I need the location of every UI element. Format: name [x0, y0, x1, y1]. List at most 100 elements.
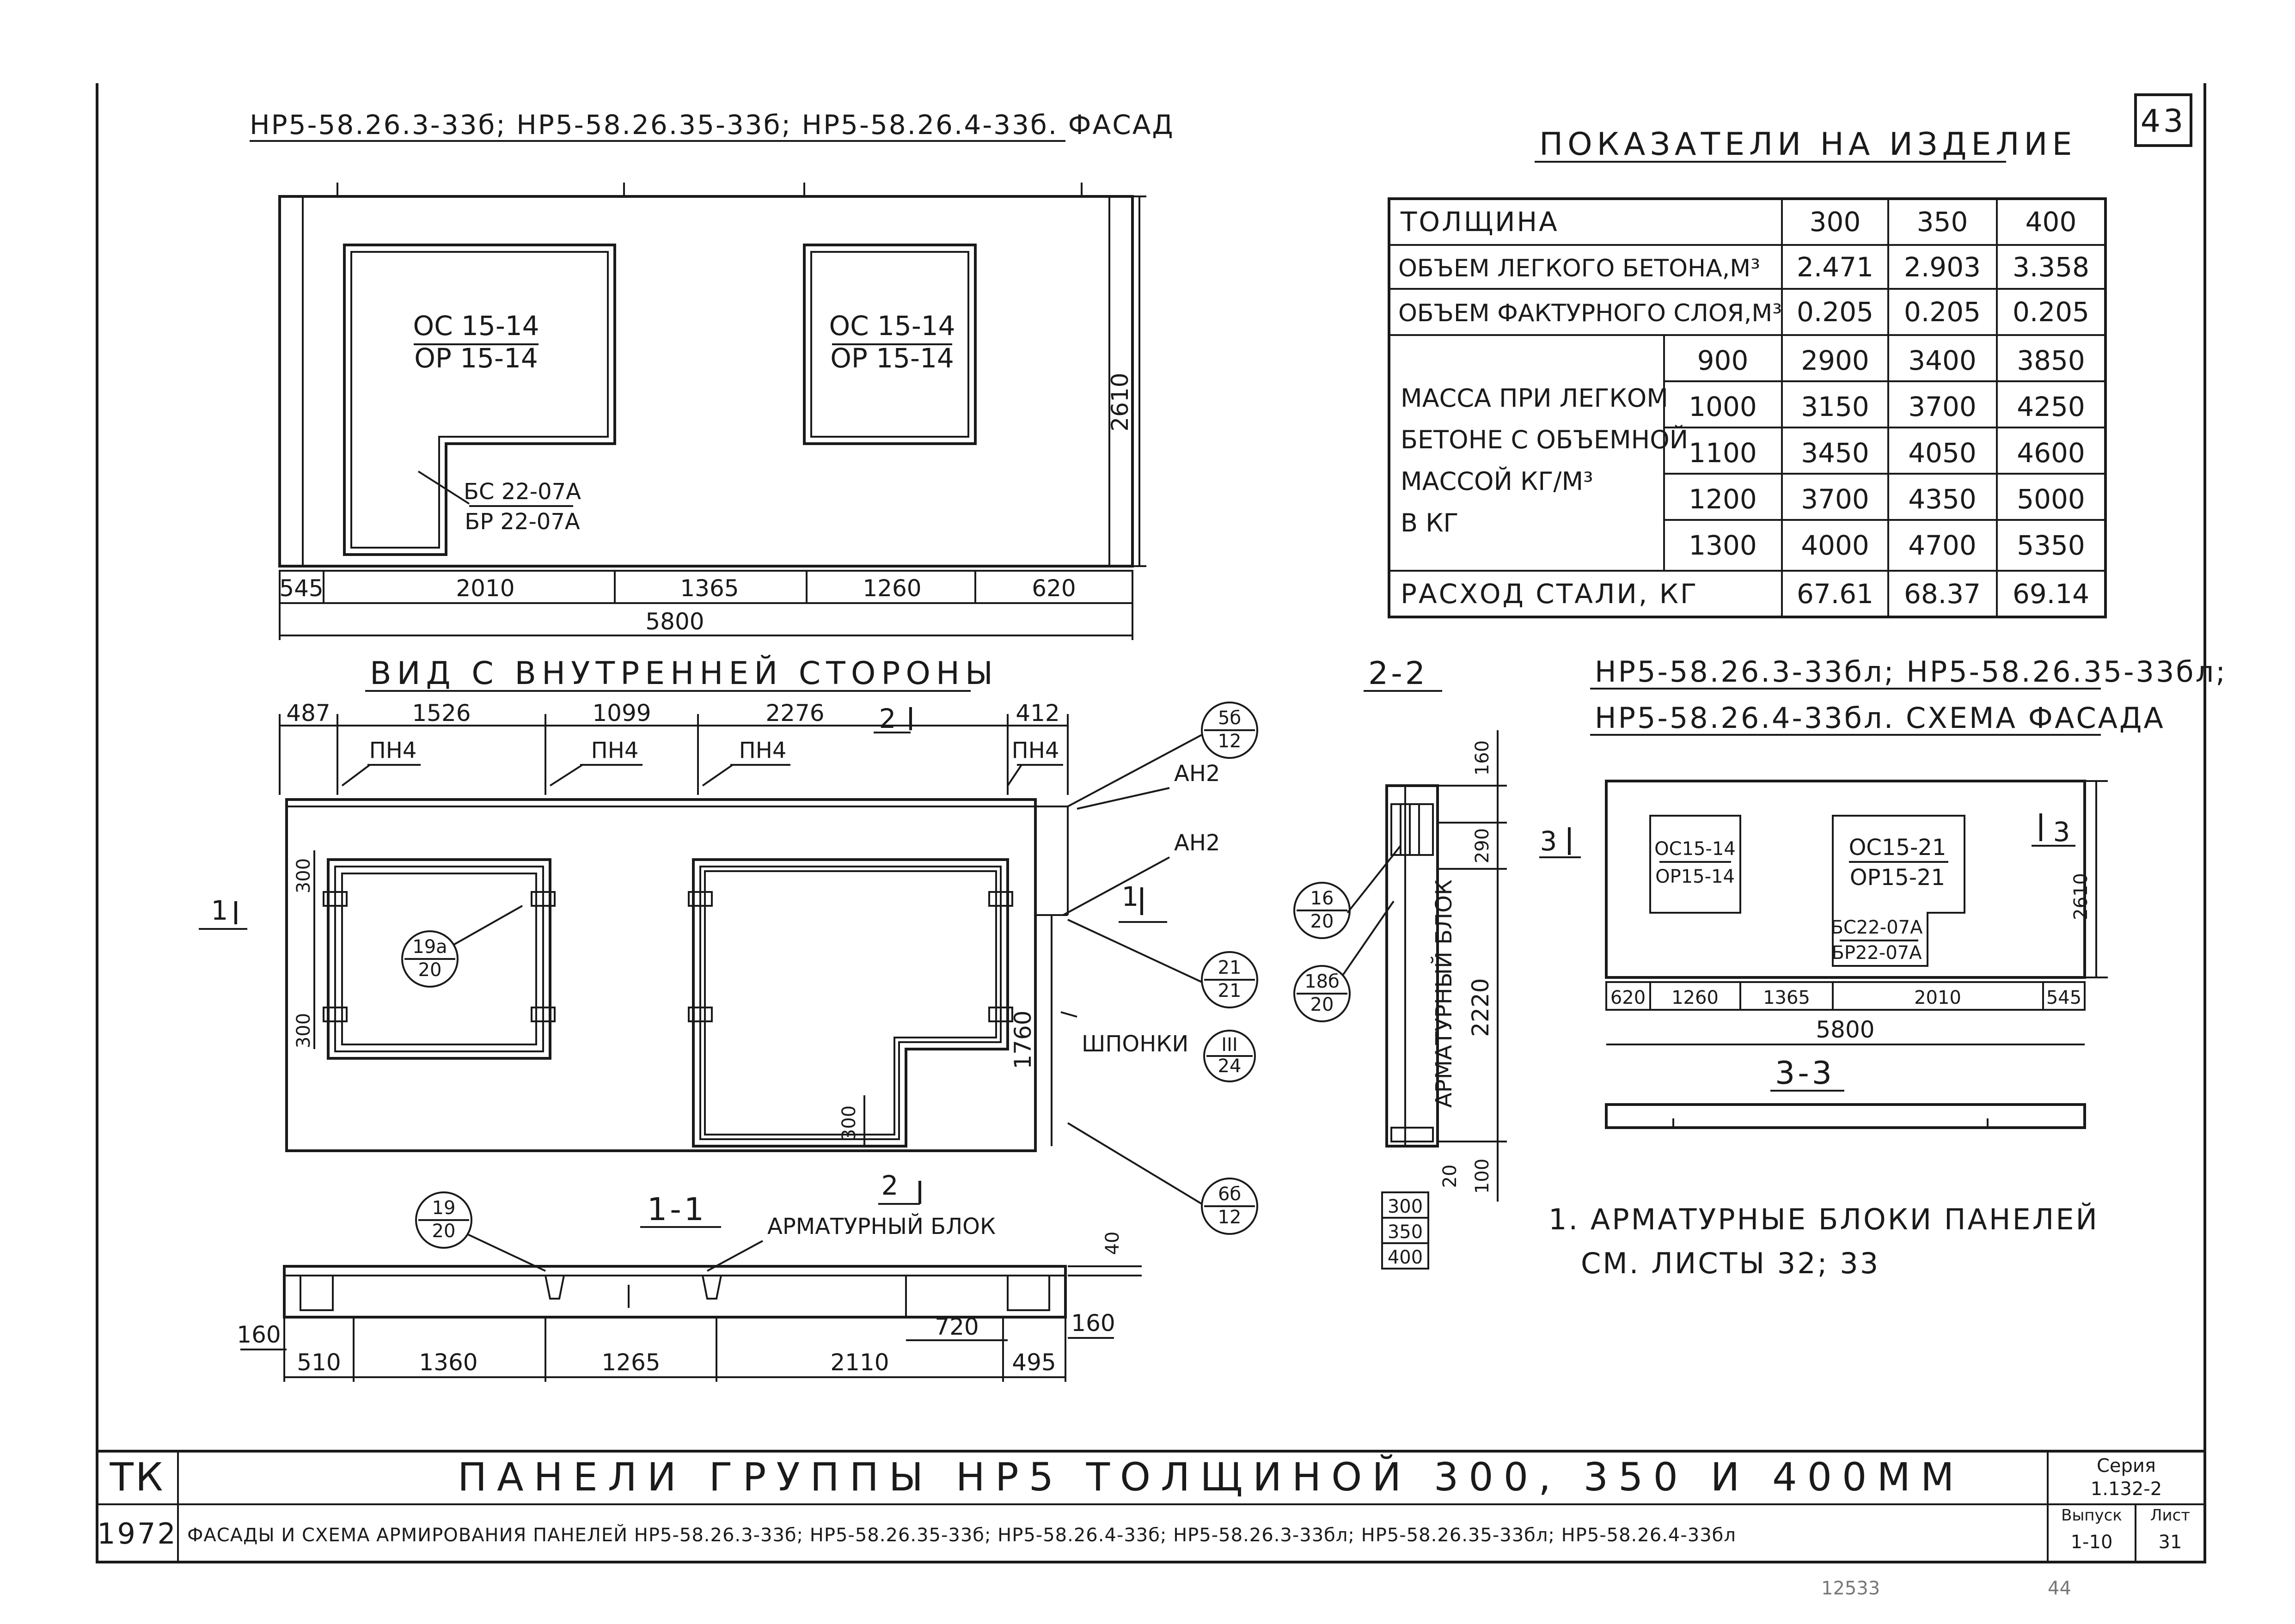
- density: 1200: [1689, 483, 1757, 515]
- an2-label-a: АН2: [1174, 761, 1220, 787]
- loop-label-4: ПН4: [1012, 738, 1059, 763]
- scheme-section-title: 3-3: [1775, 1055, 1835, 1092]
- section-1-1-dim-1: 510: [297, 1349, 341, 1376]
- mass-value: 4000: [1801, 530, 1869, 561]
- mass-value: 2900: [1801, 345, 1869, 376]
- mass-value: 4600: [2017, 437, 2085, 469]
- mass-row-1100: 1100 3450 4050 4600: [1689, 437, 2085, 469]
- scheme-height: 2610: [2070, 873, 2092, 920]
- light-volume-label: ОБЪЕМ ЛЕГКОГО БЕТОНА,М³: [1398, 255, 1760, 282]
- face-volume-400: 0.205: [2013, 296, 2089, 328]
- facade-window-door: [343, 244, 616, 556]
- inner-left-dim-2: 300: [293, 1013, 314, 1048]
- callout-19a-bottom: 20: [418, 959, 442, 981]
- mass-row-1000: 1000 3150 3700 4250: [1689, 391, 2085, 422]
- callout-21-bottom: 21: [1218, 980, 1242, 1001]
- scheme-dim-1: 620: [1610, 987, 1646, 1008]
- density: 900: [1697, 345, 1749, 376]
- callout-5b-top: 5б: [1218, 708, 1241, 729]
- loop-label-2: ПН4: [591, 738, 639, 763]
- stamp-tk: ТК: [110, 1454, 165, 1500]
- callout-5b-bottom: 12: [1218, 731, 1242, 752]
- facade-window1-top: ОС 15-14: [413, 310, 539, 342]
- steel-300: 67.61: [1797, 578, 1873, 610]
- stamp-sheet: 31: [2159, 1532, 2182, 1553]
- facade-window-right: [803, 244, 977, 445]
- mass-value: 3850: [2017, 345, 2085, 376]
- mass-label-1: МАССА ПРИ ЛЕГКОМ: [1401, 384, 1668, 413]
- mass-value: 3700: [1908, 391, 1977, 422]
- section-1-1-mark: 2: [881, 1170, 899, 1201]
- loop-label-3: ПН4: [739, 738, 787, 763]
- section-2-2-dim-v3: 2220: [1467, 978, 1494, 1037]
- density: 1300: [1689, 530, 1757, 561]
- section-2-2-dim-20: 20: [1439, 1165, 1461, 1188]
- inner-top-dim-5: 412: [1016, 700, 1059, 727]
- steel-label: РАСХОД СТАЛИ, КГ: [1401, 578, 1698, 610]
- scheme-door-top: БС22-07А: [1831, 917, 1923, 938]
- scheme-w2-bottom: ОР15-21: [1850, 865, 1945, 891]
- scheme-dim-5: 545: [2046, 987, 2081, 1008]
- indicators-table: ПОКАЗАТЕЛИ НА ИЗДЕЛИЕ ТОЛЩИНА 300 350 40…: [1388, 126, 2107, 618]
- density: 1000: [1689, 391, 1757, 422]
- section-2-2-block-label: АРМАТУРНЫЙ БЛОК: [1431, 879, 1457, 1108]
- inner-right-dim: 1760: [1010, 1010, 1036, 1069]
- steel-350: 68.37: [1904, 578, 1981, 610]
- facade-dim-3: 1365: [680, 575, 739, 602]
- note-line-1: 1. АРМАТУРНЫЕ БЛОКИ ПАНЕЛЕЙ: [1548, 1203, 2099, 1236]
- mass-row-1300: 1300 4000 4700 5350: [1689, 530, 2085, 561]
- facade-window1-bottom: ОР 15-14: [414, 342, 538, 374]
- scheme-facade-drawing: НР5-58.26.3-33бл; НР5-58.26.35-33бл; НР5…: [1539, 655, 2227, 1129]
- callout-16-top: 16: [1310, 888, 1334, 909]
- scheme-mark-left: 3: [1540, 825, 1557, 857]
- inner-top-dim-1: 487: [286, 700, 330, 727]
- scheme-title-2: НР5-58.26.4-33бл. СХЕМА ФАСАДА: [1595, 701, 2165, 735]
- facade-window2-top: ОС 15-14: [829, 310, 955, 342]
- scheme-title-1: НР5-58.26.3-33бл; НР5-58.26.35-33бл;: [1595, 655, 2227, 689]
- an2-label-b: АН2: [1174, 830, 1220, 856]
- inner-bottom-dim: 300: [838, 1105, 860, 1141]
- facade-door-top: БС 22-07А: [464, 479, 581, 505]
- section-1-1-dim-5: 495: [1012, 1349, 1056, 1376]
- section-2-2-drawing: 2-2 АРМАТУРНЫЙ БЛОК 160 290 2220 100 20 …: [1293, 655, 1507, 1270]
- inner-top-dim-3: 1099: [592, 700, 651, 727]
- keys-label: ШПОНКИ: [1082, 1031, 1188, 1057]
- inner-top-dim-4: 2276: [765, 700, 824, 727]
- footer-num-1: 12533: [1821, 1578, 1880, 1599]
- callout-18b-bottom: 20: [1310, 994, 1334, 1015]
- mass-value: 5000: [2017, 483, 2085, 515]
- section-mark-1-left: 1: [211, 895, 228, 926]
- stamp-year: 1972: [97, 1517, 177, 1551]
- mass-label-4: В КГ: [1401, 508, 1458, 537]
- section-1-1-dim-40: 40: [1102, 1232, 1123, 1255]
- face-volume-350: 0.205: [1904, 296, 1981, 328]
- facade-drawing: ОС 15-14 ОР 15-14 ОС 15-14 ОР 15-14 БС 2…: [278, 183, 1146, 640]
- scheme-w1-bottom: ОР15-14: [1655, 866, 1735, 887]
- section-2-2-thick-400: 400: [1388, 1247, 1423, 1268]
- section-1-1-block-label: АРМАТУРНЫЙ БЛОК: [767, 1213, 996, 1239]
- table-title: ПОКАЗАТЕЛИ НА ИЗДЕЛИЕ: [1539, 126, 2076, 163]
- scheme-door-bottom: БР22-07А: [1831, 942, 1922, 964]
- facade-dim-2: 2010: [456, 575, 514, 602]
- callout-18b-top: 18б: [1304, 971, 1340, 992]
- section-2-2-title: 2-2: [1368, 655, 1428, 692]
- thickness-300: 300: [1810, 206, 1861, 238]
- density: 1100: [1689, 437, 1757, 469]
- stamp-series: 1.132-2: [2091, 1478, 2162, 1500]
- scheme-dim-3: 1365: [1763, 987, 1810, 1008]
- facade-dim-1: 545: [279, 575, 323, 602]
- mass-value: 5350: [2017, 530, 2085, 561]
- mass-value: 4250: [2017, 391, 2085, 422]
- section-2-2-thick-300: 300: [1388, 1196, 1423, 1217]
- section-1-1-dim-2: 1360: [419, 1349, 477, 1376]
- stamp-title-big: ПАНЕЛИ ГРУППЫ НР5 ТОЛЩИНОЙ 300, 350 И 40…: [458, 1454, 1964, 1500]
- section-1-1-dim-4: 2110: [830, 1349, 889, 1376]
- main-title: НР5-58.26.3-33б; НР5-58.26.35-33б; НР5-5…: [250, 109, 1175, 140]
- mass-label-2: БЕТОНЕ С ОБЪЕМНОЙ: [1401, 425, 1688, 454]
- mass-value: 3700: [1801, 483, 1869, 515]
- callout-16-bottom: 20: [1310, 911, 1334, 932]
- section-2-2-dim-v4: 100: [1472, 1159, 1493, 1194]
- scheme-dim-2: 1260: [1671, 987, 1719, 1008]
- light-volume-300: 2.471: [1797, 251, 1873, 283]
- stamp-issue: 1-10: [2071, 1532, 2113, 1553]
